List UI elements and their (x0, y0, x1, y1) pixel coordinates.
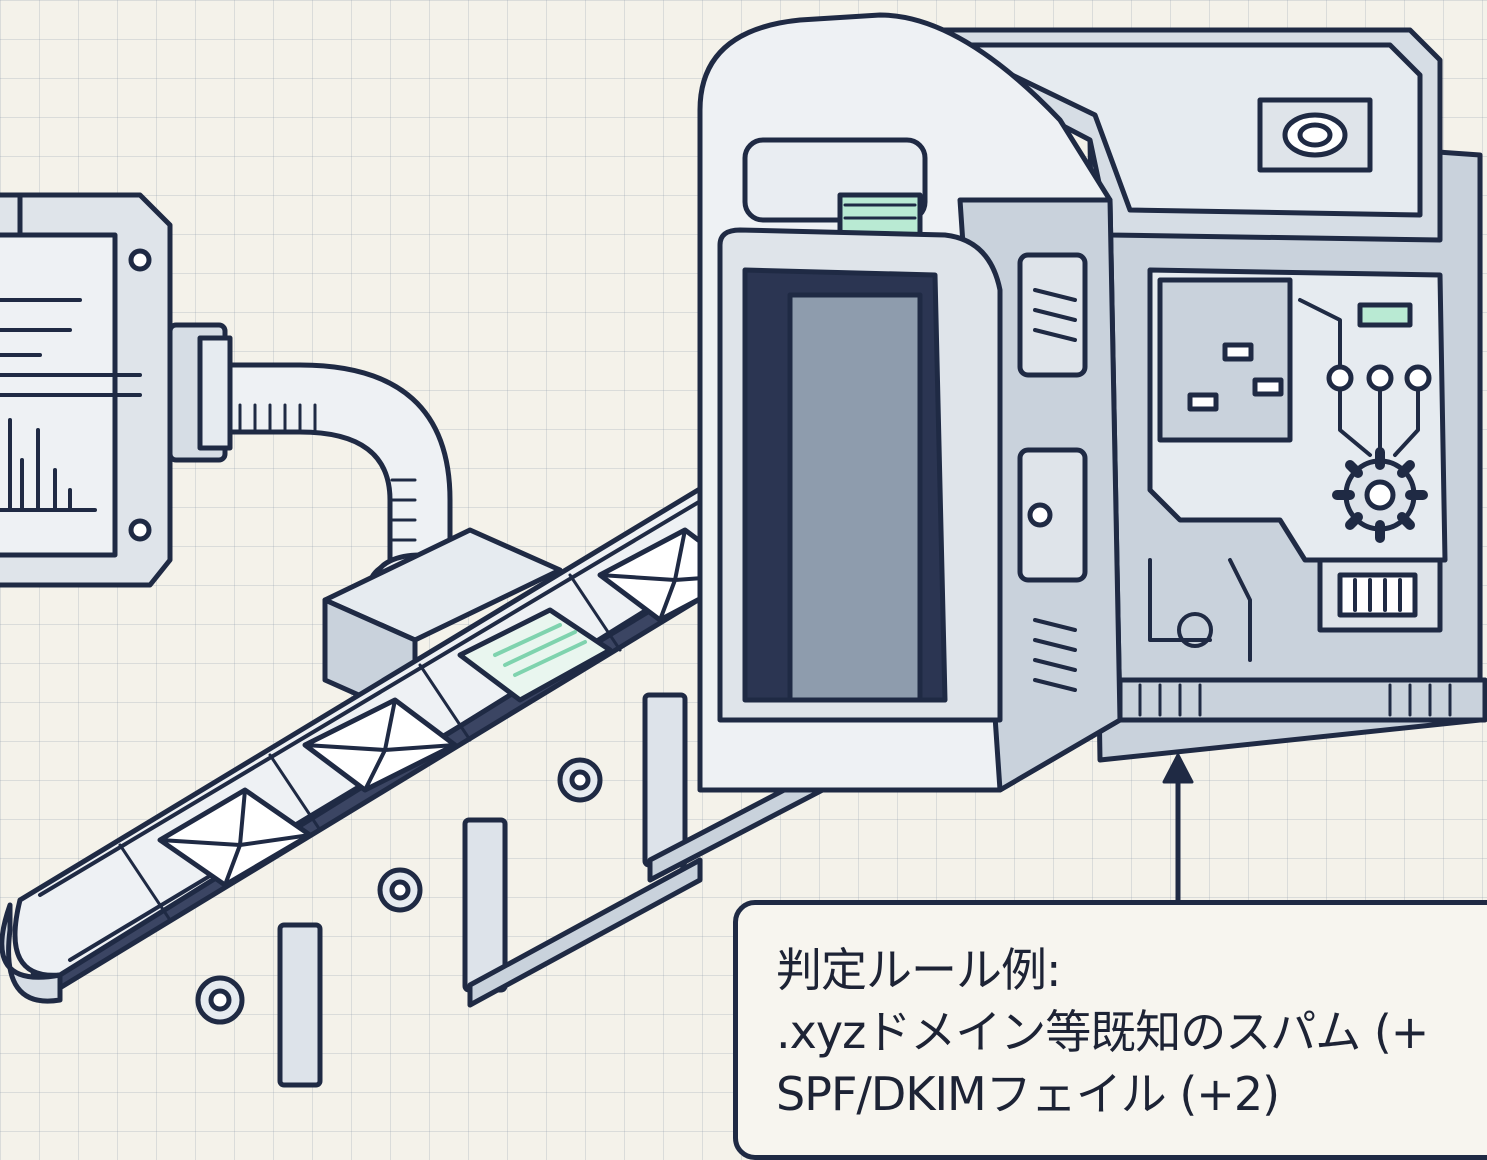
gear-icon (1332, 447, 1428, 543)
spam-filter-illustration (0, 12, 1487, 1088)
callout-title: 判定ルール例: (776, 943, 1062, 997)
envelope-icon (157, 787, 313, 888)
rule-line: SPF/DKIMフェイル (+2) (776, 1067, 1280, 1121)
document-icon (457, 607, 613, 703)
rule-line: .xyzドメイン等既知のスパム (+ (776, 1005, 1429, 1059)
rule-callout-box: 判定ルール例: .xyzドメイン等既知のスパム (+ SPF/DKIMフェイル … (733, 900, 1487, 1160)
arrow-up-icon (1162, 753, 1194, 903)
envelope-icon (302, 697, 458, 793)
monitor-icon (0, 192, 173, 588)
